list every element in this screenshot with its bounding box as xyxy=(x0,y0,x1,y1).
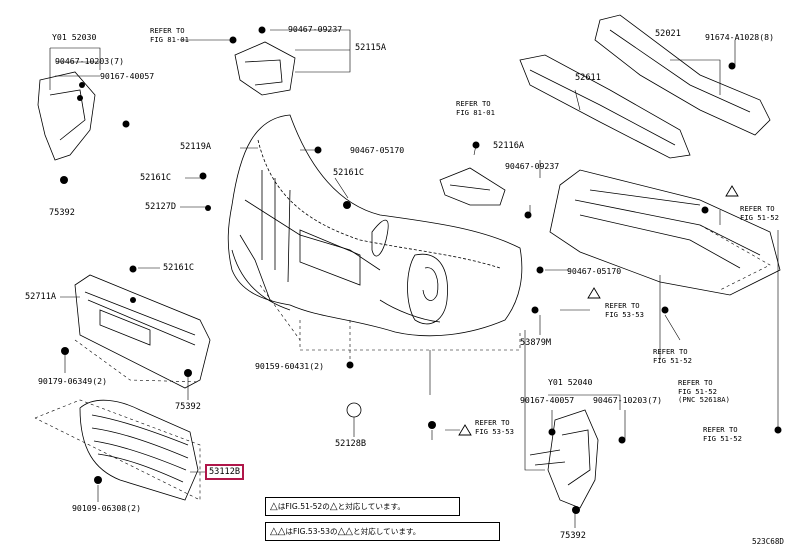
label-90467-09237-mid: 90467-09237 xyxy=(505,161,560,171)
warning-triangle-icon: △ xyxy=(345,526,353,537)
note1-fig: FIG.51-52の xyxy=(285,502,330,511)
reinforcement-drawing xyxy=(519,14,771,159)
plug-52128b xyxy=(346,402,362,418)
note2-fig: FIG.53-53の xyxy=(293,527,338,536)
pnc-52618a: (PNC 52618A) xyxy=(678,395,730,404)
refer-81-01-b-l2: FIG 81-01 xyxy=(456,107,495,117)
label-52161c-c: 52161C xyxy=(163,263,195,273)
label-52127d: 52127D xyxy=(145,202,177,212)
refer-53-53-b-l1: REFER TO xyxy=(475,418,510,427)
note2-pre: は xyxy=(285,527,293,536)
refer-53-53-a-l2: FIG 53-53 xyxy=(605,309,644,319)
label-52030: 52030 xyxy=(71,32,97,42)
label-y01-left-text: Y01 xyxy=(52,32,67,42)
warning-triangles xyxy=(458,185,739,436)
refer-51-52-d-l2: FIG 51-52 xyxy=(703,433,742,443)
label-75392-a: 75392 xyxy=(49,208,75,218)
refer-81-01-a-l1: REFER TO xyxy=(150,26,185,35)
refer-51-52-c-l1: REFER TO xyxy=(678,378,713,387)
label-90467-09237-top: 90467-09237 xyxy=(288,24,343,34)
refer-53-53-a-l1: REFER TO xyxy=(605,301,640,310)
refer-53-53-b-l2: FIG 53-53 xyxy=(475,426,514,436)
label-90467-05170-a: 90467-05170 xyxy=(350,145,405,155)
retainer-right-drawing xyxy=(439,167,506,206)
warning-triangle-icon: △ xyxy=(270,526,278,537)
grille-lower-drawing xyxy=(79,399,199,501)
note2-post: と対応しています。 xyxy=(352,527,421,536)
label-52119a: 52119A xyxy=(180,142,212,152)
note-box-fig-51-52: △はFIG.51-52の△と対応しています。 xyxy=(265,497,460,516)
diagram-code: 523C68D xyxy=(752,537,785,546)
bumper-cover-drawing xyxy=(227,114,523,337)
bracket-top-drawing xyxy=(234,41,296,96)
refer-81-01-a-l2: FIG 81-01 xyxy=(150,34,189,44)
label-52040: 52040 xyxy=(567,377,593,387)
refer-51-52-b-l2: FIG 51-52 xyxy=(653,355,692,365)
refer-51-52-a-l1: REFER TO xyxy=(740,204,775,213)
bracket-left-drawing xyxy=(37,71,96,161)
label-52611: 52611 xyxy=(575,73,601,83)
label-91674-a1028: 91674-A1028(8) xyxy=(705,32,775,42)
refer-81-01-b-l1: REFER TO xyxy=(456,99,491,108)
label-52116a: 52116A xyxy=(493,141,525,151)
label-52161c-b: 52161C xyxy=(333,168,365,178)
label-90179-06349: 90179-06349(2) xyxy=(38,376,108,386)
note-box-fig-53-53: △△はFIG.53-53の△△と対応しています。 xyxy=(265,522,500,541)
warning-triangle-icon: △ xyxy=(270,501,278,512)
label-53112b-highlighted[interactable]: 53112B xyxy=(205,464,245,480)
label-75392-c: 75392 xyxy=(560,531,586,541)
label-y01-left: Y01 52030 xyxy=(52,33,96,42)
label-90167-40057-left: 90167-40057 xyxy=(100,71,155,81)
bracket-right-drawing xyxy=(529,409,599,509)
label-52711a: 52711A xyxy=(25,292,57,302)
label-53879m: 53879M xyxy=(520,338,552,348)
label-52161c-a: 52161C xyxy=(140,173,172,183)
label-90167-40057-right: 90167-40057 xyxy=(520,395,575,405)
note1-post: と対応しています。 xyxy=(337,502,405,511)
leader-lines xyxy=(49,29,779,528)
grille-upper-drawing xyxy=(74,274,211,389)
refer-51-52-c-l2: FIG 51-52 xyxy=(678,386,717,396)
label-52128b: 52128B xyxy=(335,439,367,449)
dashed-callout-lines xyxy=(34,224,771,501)
warning-triangle-icon: △ xyxy=(329,501,338,512)
refer-51-52-d-l1: REFER TO xyxy=(703,425,738,434)
refer-51-52-a-l2: FIG 51-52 xyxy=(740,212,779,222)
label-90109-06308: 90109-06308(2) xyxy=(72,503,142,513)
label-52115a: 52115A xyxy=(355,43,387,53)
label-90467-10203-right: 90467-10203(7) xyxy=(593,395,663,405)
label-y01-right-text: Y01 xyxy=(548,377,563,387)
label-90467-10203-left: 90467-10203(7) xyxy=(55,56,125,66)
warning-triangle-icon: △ xyxy=(337,526,346,537)
label-y01-right: Y01 52040 xyxy=(548,378,592,387)
label-90159-60431: 90159-60431(2) xyxy=(255,361,325,371)
note1-pre: は xyxy=(277,502,286,511)
label-75392-b: 75392 xyxy=(175,402,201,412)
label-90467-05170-b: 90467-05170 xyxy=(567,266,622,276)
refer-51-52-b-l1: REFER TO xyxy=(653,347,688,356)
label-52021: 52021 xyxy=(655,29,681,39)
warning-triangle-icon: △ xyxy=(277,526,286,537)
undercover-drawing xyxy=(549,169,781,296)
